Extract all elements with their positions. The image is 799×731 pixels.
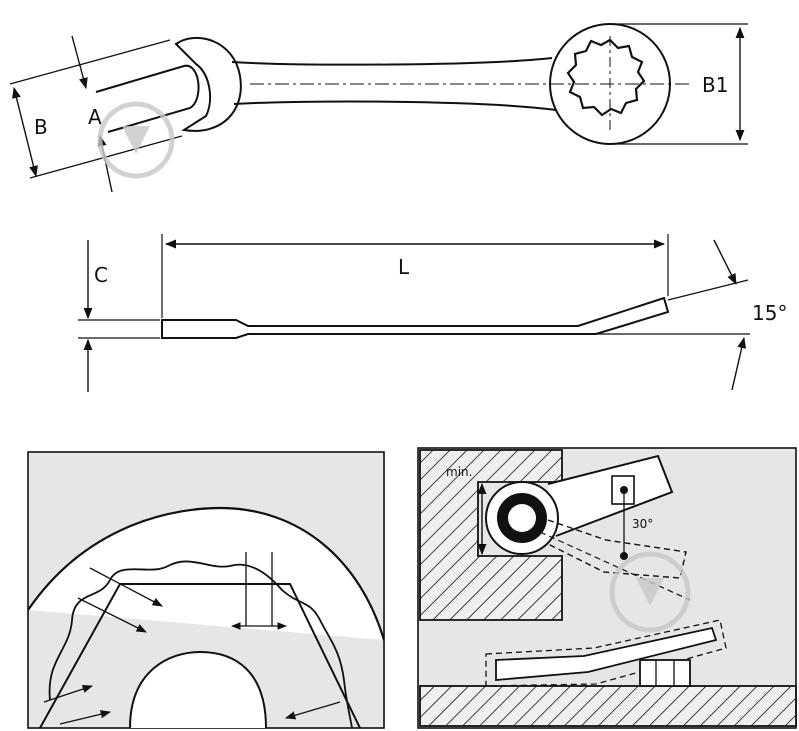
corner-wrench-handle [547, 454, 674, 537]
label-l: L [398, 255, 410, 279]
label-a: A [88, 105, 102, 129]
scalloped-profile [48, 560, 353, 728]
hatched-floor [419, 685, 797, 727]
label-b1: B1 [702, 73, 728, 97]
dimension-a-top [71, 35, 88, 90]
nut [639, 659, 691, 687]
hatched-wall [419, 449, 563, 621]
twelve-point-ring [566, 38, 646, 117]
dimension-b [12, 86, 38, 178]
ring-outer-arc [28, 506, 384, 641]
ring-profile-detail [27, 451, 385, 729]
open-end-profile [95, 64, 200, 133]
floor-wrench [495, 626, 718, 681]
angle-arrow-top [713, 239, 737, 286]
rotated-position-dashed [547, 519, 687, 579]
open-end-jaw [174, 36, 242, 132]
bore-circle [129, 650, 267, 728]
angle-arrow-bottom [731, 336, 747, 391]
label-b: B [34, 115, 48, 139]
angle-30-label: 30° [632, 517, 653, 531]
wrench-side-profile [161, 296, 670, 339]
label-c: C [94, 263, 108, 287]
side-view [78, 234, 750, 392]
top-view [9, 23, 748, 193]
hexagon-nut-outline [39, 583, 361, 728]
watermark-icon [97, 101, 175, 179]
watermark-icon [609, 551, 691, 633]
clearance-detail [417, 447, 797, 729]
wrench-handle [231, 57, 557, 111]
angle-15-label: 15° [752, 301, 787, 325]
min-label: min. [446, 465, 472, 479]
